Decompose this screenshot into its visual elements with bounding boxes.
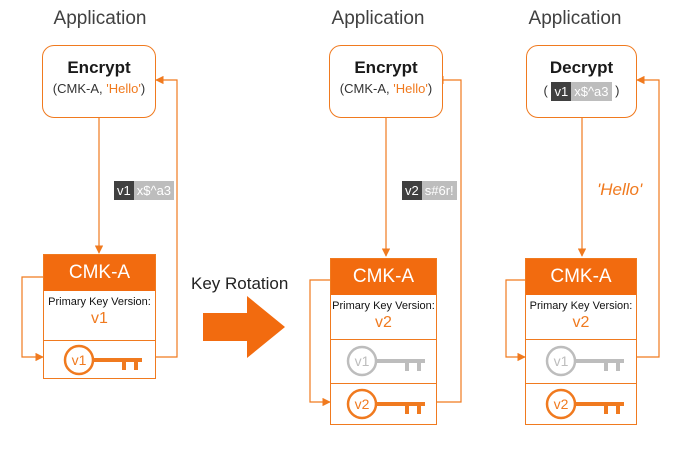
- p3-loop-line: [505, 279, 526, 362]
- open-paren: (: [543, 82, 548, 98]
- rotation-label: Key Rotation: [191, 274, 289, 293]
- p2-loop-line: [309, 279, 331, 407]
- key-row-inactive: v1: [331, 339, 436, 382]
- token-version: v1: [114, 181, 134, 200]
- key-icon: v2: [346, 388, 425, 420]
- primary-key-label: Primary Key Version:: [529, 300, 633, 312]
- decrypted-result: 'Hello': [597, 180, 643, 199]
- key-row-active: v2: [331, 383, 436, 425]
- application-label: Application: [528, 8, 622, 29]
- primary-key-label: Primary Key Version:: [48, 296, 151, 308]
- p1-loop-line: [21, 276, 44, 362]
- key-version-label: v1: [72, 352, 87, 368]
- key-version-label: v2: [355, 396, 370, 412]
- token-cipher: s#6r!: [421, 181, 457, 200]
- application-label: Application: [331, 8, 425, 29]
- op-title: Encrypt: [354, 58, 418, 77]
- primary-key-label: Primary Key Version:: [332, 300, 435, 312]
- p1-return-arrow: [155, 75, 178, 358]
- key-version-label: v2: [554, 396, 569, 412]
- encrypt-box: Encrypt (CMK-A, 'Hello'): [42, 45, 156, 118]
- op-args: (CMK-A, 'Hello'): [52, 81, 146, 96]
- arrow-right-icon: [203, 296, 285, 358]
- cmk-box: CMK-A Primary Key Version: v2 v1 v2: [330, 258, 437, 425]
- key-version-label: v1: [554, 353, 569, 369]
- key-icon: v1: [545, 345, 624, 377]
- primary-key-version: v2: [375, 314, 392, 331]
- op-args: (CMK-A, 'Hello'): [339, 81, 433, 96]
- key-icon: v1: [63, 344, 142, 376]
- p3-return-arrow: [636, 75, 660, 358]
- p2-return-arrow: [435, 75, 462, 403]
- key-row-inactive: v1: [526, 339, 636, 382]
- encrypt-box: Encrypt (CMK-A, 'Hello'): [329, 45, 443, 118]
- close-paren: ): [615, 82, 620, 98]
- cmk-name: CMK-A: [44, 255, 155, 291]
- cmk-box: CMK-A Primary Key Version: v1 v1: [43, 254, 156, 379]
- cmk-box: CMK-A Primary Key Version: v2 v1 v2: [525, 258, 637, 425]
- op-title: Encrypt: [67, 58, 131, 77]
- cmk-name: CMK-A: [331, 259, 436, 295]
- cmk-name: CMK-A: [526, 259, 636, 295]
- key-row: v1: [44, 340, 155, 379]
- op-title: Decrypt: [549, 58, 614, 77]
- key-version-label: v1: [355, 353, 370, 369]
- key-icon: v2: [545, 388, 624, 420]
- token-version: v2: [402, 181, 422, 200]
- primary-key-version: v1: [91, 310, 108, 327]
- application-label: Application: [53, 8, 147, 29]
- token-cipher: x$^a3: [133, 181, 175, 200]
- primary-key-version: v2: [572, 314, 590, 331]
- key-row-active: v2: [526, 383, 636, 425]
- key-icon: v1: [346, 345, 425, 377]
